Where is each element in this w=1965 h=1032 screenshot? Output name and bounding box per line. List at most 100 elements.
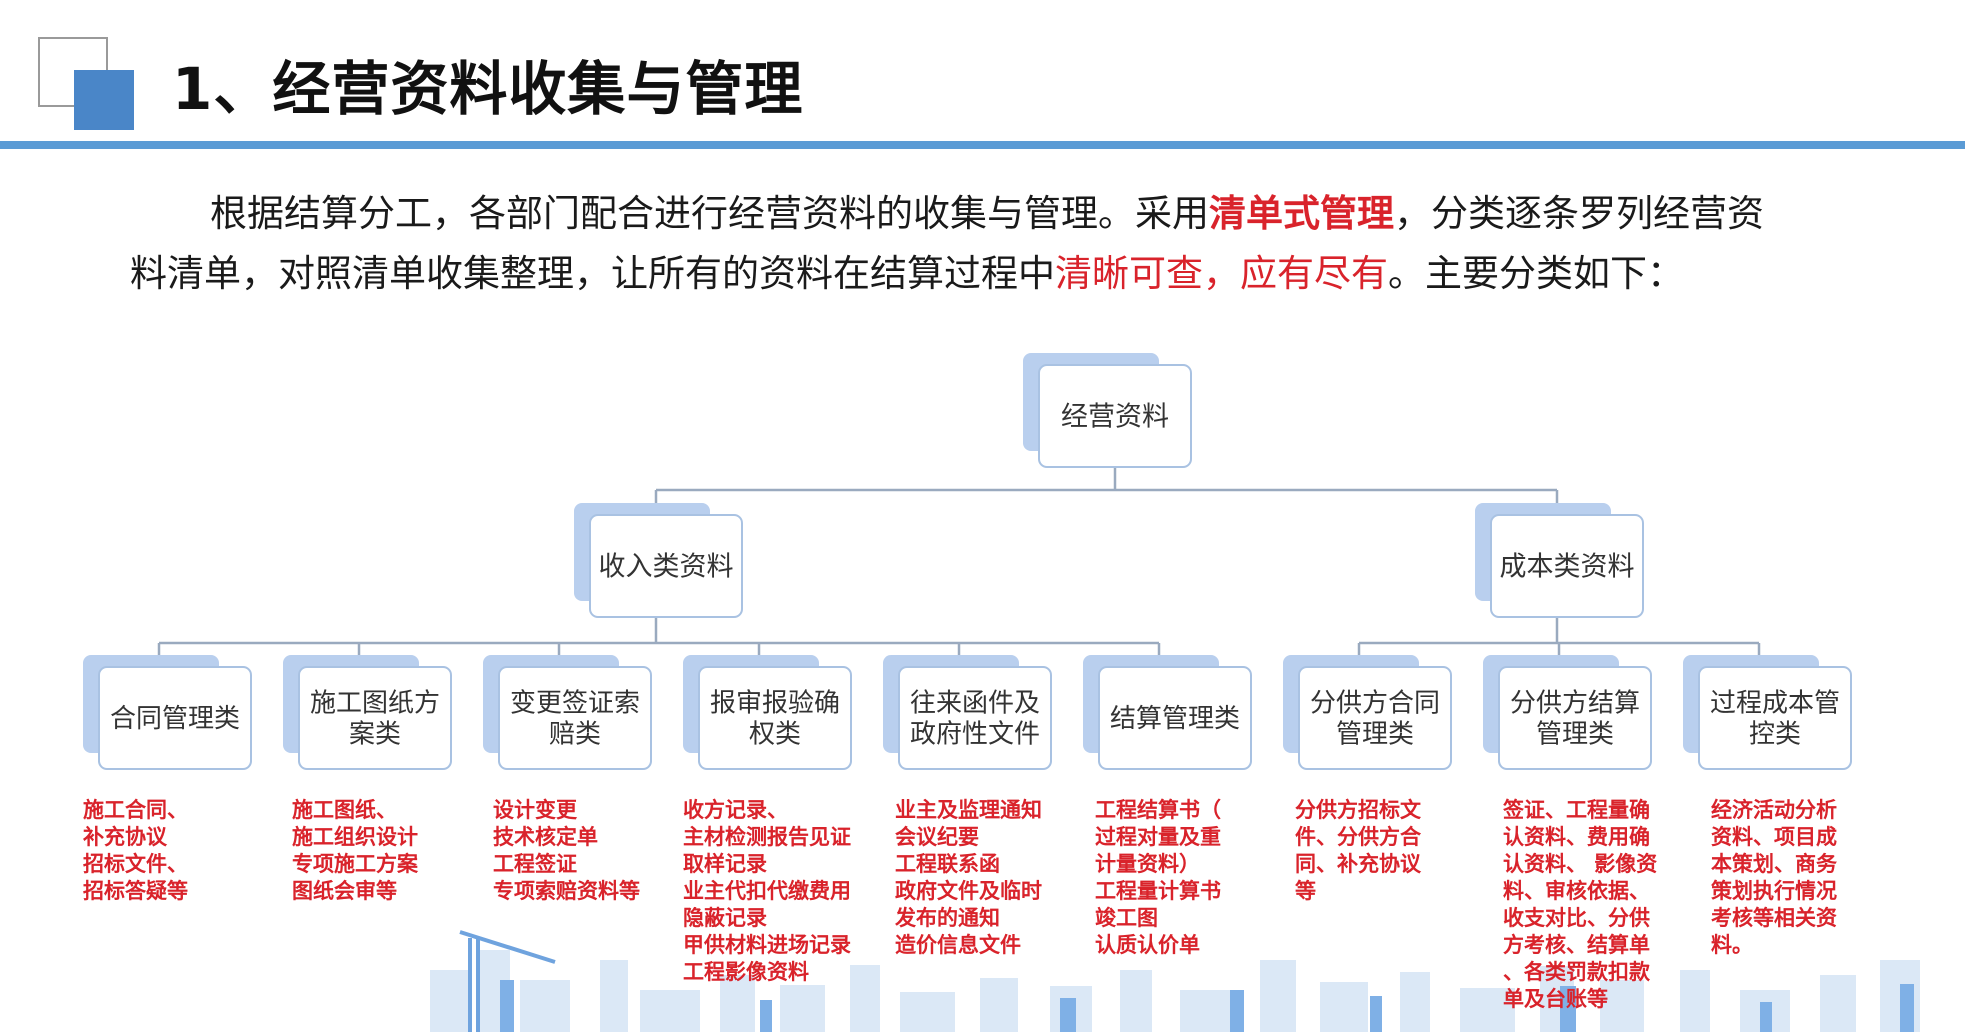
- classification-tree: 经营资料收入类资料成本类资料合同管理类施工图纸方案类变更签证索赔类报审报验确权类…: [83, 353, 1852, 770]
- leaf-detail-item: 计量资料）: [1095, 852, 1200, 876]
- leaf-detail-item: 分供方招标文: [1295, 798, 1421, 822]
- leaf-detail-item: 会议纪要: [895, 825, 979, 849]
- node-label: 管理类: [1336, 720, 1414, 750]
- leaf-detail-item: 招标答疑等: [83, 879, 188, 903]
- node-label: 变更签证索: [510, 689, 640, 719]
- leaf-detail-item: 认资料、费用确: [1503, 825, 1650, 849]
- intro-paragraph: 根据结算分工，各部门配合进行经营资料的收集与管理。采用清单式管理，分类逐条罗列经…: [130, 184, 1870, 304]
- node-box: [298, 666, 452, 770]
- node-label: 成本类资料: [1500, 551, 1635, 582]
- node-label: 结算管理类: [1110, 704, 1240, 734]
- leaf-detail-item: 竣工图: [1095, 906, 1158, 930]
- node-label: 赔类: [549, 720, 601, 750]
- leaf-detail-item: 业主及监理通知: [895, 798, 1042, 822]
- leaf-detail-list: 业主及监理通知会议纪要工程联系函政府文件及临时发布的通知造价信息文件: [895, 797, 1042, 959]
- intro-highlight: 清单式管理: [1209, 192, 1394, 235]
- leaf-detail-item: 施工组织设计: [292, 825, 418, 849]
- node-label: 控类: [1749, 720, 1801, 750]
- leaf-detail-item: 件、分供方合: [1295, 825, 1421, 849]
- intro-text: 。主要分类如下：: [1388, 252, 1684, 295]
- city-skyline-background: [430, 930, 1920, 1032]
- leaf-detail-item: 同、补充协议: [1295, 852, 1421, 876]
- leaf-detail-item: 政府文件及临时: [895, 879, 1042, 903]
- leaf-detail-item: 工程影像资料: [683, 960, 809, 984]
- leaf-detail-item: 业主代扣代缴费用: [683, 879, 851, 903]
- leaf-detail-item: 、各类罚款扣款: [1503, 960, 1650, 984]
- node-box: [1298, 666, 1452, 770]
- intro-text: 料清单，对照清单收集整理，让所有的资料在结算过程中: [130, 252, 1055, 295]
- leaf-detail-item: 考核等相关资: [1711, 906, 1837, 930]
- tree-nodes: 经营资料收入类资料成本类资料合同管理类施工图纸方案类变更签证索赔类报审报验确权类…: [83, 353, 1852, 770]
- node-label: 分供方合同: [1310, 689, 1440, 719]
- leaf-detail-list: 签证、工程量确认资料、费用确认资料、 影像资料、审核依据、收支对比、分供方考核、…: [1503, 797, 1657, 1013]
- leaf-detail-item: 发布的通知: [895, 906, 1000, 930]
- leaf-detail-list: 施工图纸、施工组织设计专项施工方案图纸会审等: [292, 797, 418, 905]
- leaf-detail-item: 等: [1295, 879, 1316, 903]
- title-underline-bar: [0, 141, 1965, 149]
- leaf-detail-item: 过程对量及重: [1095, 825, 1221, 849]
- leaf-detail-item: 取样记录: [683, 852, 767, 876]
- leaf-detail-list: 收方记录、主材检测报告见证取样记录业主代扣代缴费用隐蔽记录甲供材料进场记录工程影…: [683, 797, 851, 986]
- node-label: 合同管理类: [110, 704, 240, 734]
- leaf-detail-item: 收方记录、: [683, 798, 788, 822]
- node-label: 政府性文件: [910, 720, 1040, 750]
- node-box: [1498, 666, 1652, 770]
- node-leaf: 合同管理类: [83, 655, 252, 770]
- leaf-detail-item: 造价信息文件: [895, 933, 1021, 957]
- leaf-detail-item: 工程结算书（: [1095, 798, 1221, 822]
- page-title: 1、经营资料收集与管理: [172, 55, 804, 123]
- leaf-detail-item: 工程签证: [493, 852, 577, 876]
- node-label: 报审报验确: [710, 689, 840, 719]
- node-label: 案类: [349, 720, 401, 750]
- node-branch: 收入类资料: [574, 503, 743, 618]
- intro-text: ，分类逐条罗列经营资: [1394, 192, 1764, 235]
- leaf-detail-item: 单及台账等: [1503, 987, 1608, 1011]
- leaf-detail-item: 招标文件、: [83, 852, 188, 876]
- node-box: [698, 666, 852, 770]
- leaf-detail-item: 专项索赔资料等: [493, 879, 640, 903]
- leaf-detail-item: 工程联系函: [895, 852, 1000, 876]
- logo-square-filled: [74, 70, 134, 130]
- intro-highlight: 清晰可查，应有尽有: [1055, 252, 1388, 295]
- leaf-detail-list: 分供方招标文件、分供方合同、补充协议等: [1295, 797, 1421, 905]
- leaf-detail-item: 主材检测报告见证: [683, 825, 851, 849]
- intro-line-2: 料清单，对照清单收集整理，让所有的资料在结算过程中清晰可查，应有尽有。主要分类如…: [130, 244, 1870, 304]
- leaf-detail-item: 认质认价单: [1095, 933, 1200, 957]
- leaf-detail-list: 经济活动分析资料、项目成本策划、商务策划执行情况考核等相关资料。: [1711, 797, 1837, 959]
- leaf-detail-item: 资料、项目成: [1711, 825, 1837, 849]
- leaf-detail-item: 甲供材料进场记录: [683, 933, 851, 957]
- node-box: [98, 666, 252, 770]
- leaf-detail-item: 签证、工程量确: [1503, 798, 1650, 822]
- leaf-detail-item: 本策划、商务: [1711, 852, 1837, 876]
- leaf-detail-item: 方考核、结算单: [1503, 933, 1650, 957]
- leaf-detail-item: 工程量计算书: [1095, 879, 1221, 903]
- intro-line-1: 根据结算分工，各部门配合进行经营资料的收集与管理。采用清单式管理，分类逐条罗列经…: [130, 184, 1870, 244]
- node-box: [1098, 666, 1252, 770]
- node-box: [1698, 666, 1852, 770]
- node-label: 往来函件及: [910, 689, 1040, 719]
- node-box: [1038, 364, 1192, 468]
- node-box: [589, 514, 743, 618]
- leaf-detail-item: 认资料、 影像资: [1503, 852, 1658, 876]
- node-label: 管理类: [1536, 720, 1614, 750]
- leaf-detail-item: 料。: [1711, 933, 1753, 957]
- leaf-detail-list: 施工合同、补充协议招标文件、招标答疑等: [83, 797, 188, 905]
- leaf-detail-item: 补充协议: [83, 825, 167, 849]
- leaf-detail-item: 收支对比、分供: [1503, 906, 1650, 930]
- leaf-detail-list: 工程结算书（ 过程对量及重计量资料） 工程量计算书竣工图认质认价单: [1095, 797, 1221, 959]
- node-label: 权类: [749, 720, 801, 750]
- leaf-detail-item: 料、审核依据、: [1503, 879, 1650, 903]
- node-label: 收入类资料: [599, 551, 734, 582]
- node-label: 过程成本管: [1710, 689, 1840, 719]
- node-label: 施工图纸方: [310, 689, 440, 719]
- leaf-detail-item: 技术核定单: [493, 825, 598, 849]
- leaf-detail-item: 图纸会审等: [292, 879, 397, 903]
- node-root: 经营资料: [1023, 353, 1192, 468]
